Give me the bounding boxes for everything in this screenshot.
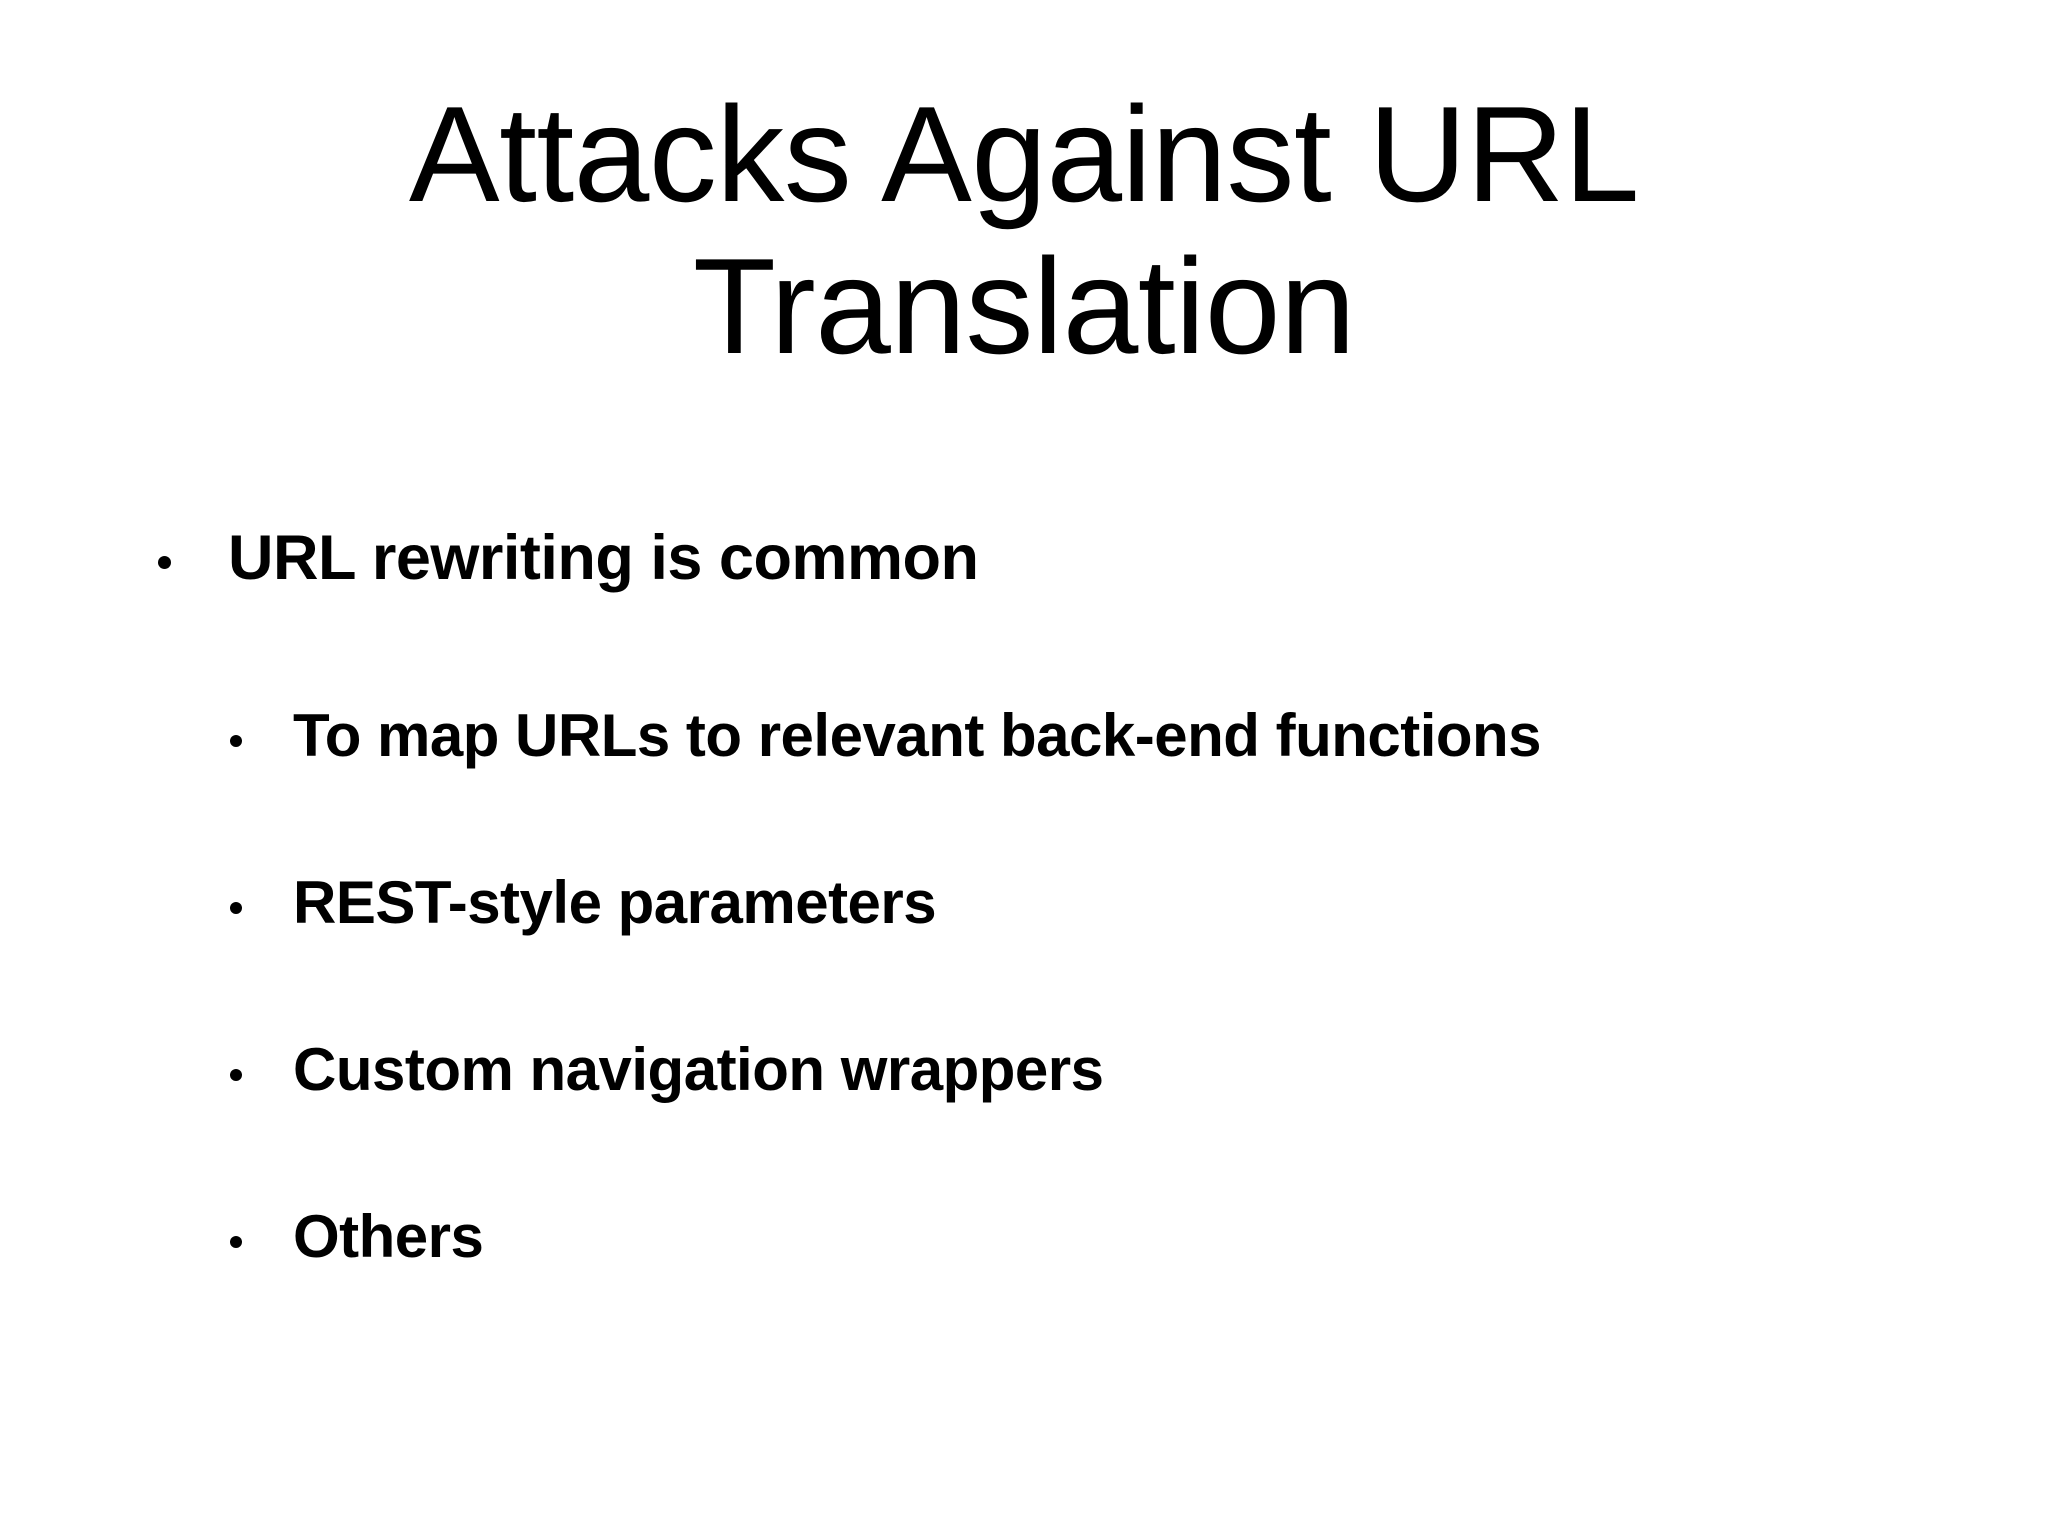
slide-title-line-2: Translation bbox=[692, 230, 1356, 382]
bullet-item-others: Others bbox=[0, 1201, 2048, 1273]
slide-title: Attacks Against URL Translation bbox=[0, 78, 2048, 382]
bullet-dot-icon bbox=[230, 1069, 242, 1081]
bullet-dot-icon bbox=[230, 1236, 242, 1248]
bullet-item-label: To map URLs to relevant back-end functio… bbox=[293, 702, 1542, 769]
bullet-dot-icon bbox=[158, 556, 171, 569]
bullet-dot-icon bbox=[230, 902, 242, 914]
slide-title-line-1: Attacks Against URL bbox=[408, 78, 1640, 230]
bullet-item-label: Others bbox=[293, 1203, 484, 1270]
slide-body-bullet-list: URL rewriting is common To map URLs to r… bbox=[0, 520, 2048, 1273]
bullet-item-url-rewriting: URL rewriting is common bbox=[0, 520, 2048, 596]
bullet-item-rest-style-parameters: REST-style parameters bbox=[0, 867, 2048, 939]
bullet-item-map-urls: To map URLs to relevant back-end functio… bbox=[0, 700, 2048, 772]
bullet-item-label: URL rewriting is common bbox=[228, 523, 979, 593]
bullet-dot-icon bbox=[230, 735, 242, 747]
bullet-item-label: Custom navigation wrappers bbox=[293, 1036, 1104, 1103]
bullet-item-custom-navigation-wrappers: Custom navigation wrappers bbox=[0, 1034, 2048, 1106]
bullet-item-label: REST-style parameters bbox=[293, 869, 937, 936]
